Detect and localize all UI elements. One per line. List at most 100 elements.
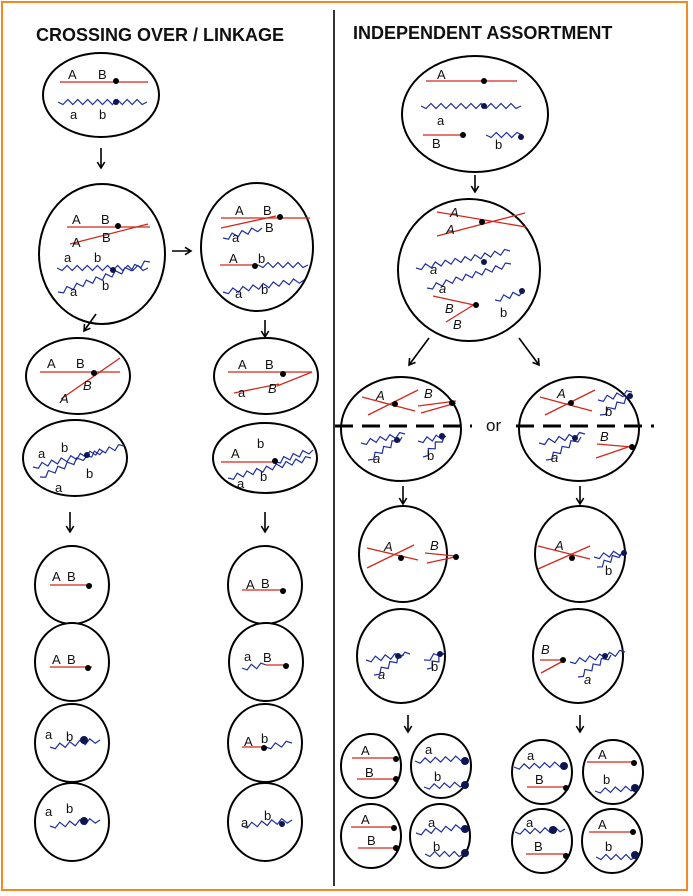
allele-label-B: B	[101, 212, 110, 227]
centromere	[283, 663, 289, 669]
centromere	[560, 657, 566, 663]
title-crossing-over: CROSSING OVER / LINKAGE	[36, 25, 284, 45]
allele-label-a: a	[527, 748, 535, 763]
allele-label-a: a	[425, 742, 433, 757]
centromere	[277, 214, 283, 220]
allele-label-b: b	[61, 440, 68, 455]
blue-chromosome	[595, 853, 637, 861]
centromere	[569, 555, 575, 561]
centromere	[453, 554, 459, 560]
blue-chromosome	[241, 817, 293, 829]
allele-label-B: B	[261, 576, 270, 591]
blue-chromosome	[56, 264, 149, 272]
allele-label-A: A	[383, 539, 393, 554]
allele-label-B: B	[265, 357, 274, 372]
allele-label-A: A	[437, 67, 446, 82]
allele-label-a: a	[70, 284, 78, 299]
centromere	[395, 653, 401, 659]
allele-label-a: a	[38, 446, 46, 461]
allele-label-A: A	[361, 812, 370, 827]
centromere	[630, 829, 636, 835]
blue-chromosome	[415, 248, 511, 271]
arrow-head	[260, 330, 270, 339]
red-chromosome	[276, 371, 313, 387]
allele-label-A: A	[556, 386, 566, 401]
allele-label-a: a	[70, 107, 78, 122]
allele-label-A: A	[375, 388, 385, 403]
allele-label-B: B	[541, 642, 550, 657]
cell-membrane	[340, 376, 462, 482]
centromere	[272, 458, 278, 464]
cell-membrane	[340, 733, 402, 799]
allele-label-a: a	[232, 230, 240, 245]
allele-label-b: b	[99, 107, 106, 122]
allele-label-B: B	[268, 381, 277, 396]
allele-label-B: B	[453, 317, 462, 332]
allele-label-a: a	[430, 262, 437, 277]
centromere	[568, 400, 574, 406]
allele-label-A: A	[72, 212, 81, 227]
allele-label-a: a	[55, 480, 63, 495]
arrow-head	[83, 323, 91, 333]
allele-label-a: a	[584, 672, 591, 687]
centromere	[631, 784, 639, 792]
allele-label-a: a	[428, 815, 436, 830]
allele-label-a: a	[551, 450, 558, 465]
centromere	[572, 435, 578, 441]
title-independent-assortment: INDEPENDENT ASSORTMENT	[353, 23, 612, 43]
allele-label-B: B	[445, 301, 454, 316]
allele-label-a: a	[439, 281, 446, 296]
centromere	[110, 267, 116, 273]
allele-label-a: a	[437, 113, 445, 128]
centromere	[519, 288, 525, 294]
allele-label-B: B	[424, 386, 433, 401]
centromere	[393, 845, 399, 851]
allele-label-A: A	[68, 67, 77, 82]
allele-label-A: A	[235, 203, 244, 218]
allele-label-A: A	[52, 652, 61, 667]
allele-label-a: a	[241, 815, 249, 830]
allele-label-b: b	[86, 466, 93, 481]
allele-label-b: b	[433, 839, 440, 854]
centromere	[631, 760, 637, 766]
arrow-head	[184, 246, 193, 256]
centromere	[393, 756, 399, 762]
allele-label-b: b	[605, 563, 612, 578]
blue-chromosome	[485, 131, 523, 139]
cell-membrane	[42, 52, 160, 138]
blue-chromosome	[426, 262, 512, 290]
arrow-head	[96, 161, 106, 170]
blue-chromosome	[545, 436, 582, 461]
centromere	[479, 219, 485, 225]
allele-label-B: B	[67, 652, 76, 667]
centromere	[563, 785, 569, 791]
allele-label-b: b	[261, 731, 268, 746]
allele-label-b: b	[431, 659, 438, 674]
centromere	[439, 433, 445, 439]
blue-chromosome	[599, 395, 633, 416]
arrow-shaft	[518, 337, 540, 366]
allele-label-A: A	[246, 577, 255, 592]
centromere	[461, 825, 469, 833]
allele-label-B: B	[265, 220, 274, 235]
allele-label-b: b	[258, 251, 265, 266]
red-chromosome	[537, 545, 591, 570]
allele-label-B: B	[365, 765, 374, 780]
red-chromosome	[366, 544, 415, 569]
cell-membrane	[34, 622, 110, 702]
allele-label-A: A	[229, 251, 238, 266]
blue-chromosome	[274, 449, 314, 464]
centromere	[391, 825, 397, 831]
cell-membrane	[409, 803, 471, 869]
allele-label-a: a	[45, 727, 53, 742]
allele-label-b: b	[264, 808, 271, 823]
allele-label-A: A	[238, 357, 247, 372]
blue-chromosome	[577, 654, 612, 678]
centromere	[113, 78, 119, 84]
arrow-shaft	[83, 313, 97, 332]
allele-label-B: B	[102, 230, 111, 245]
centromere	[473, 302, 479, 308]
blue-chromosome	[494, 291, 524, 302]
arrow-head	[575, 497, 585, 506]
